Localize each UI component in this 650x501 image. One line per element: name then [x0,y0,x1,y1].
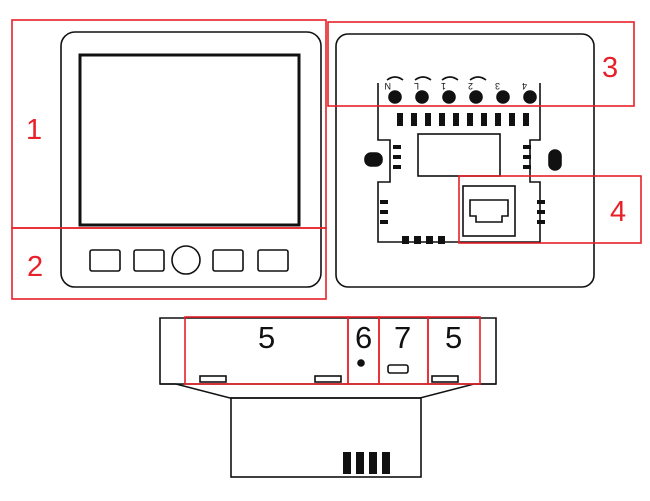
terminal-tab [441,76,459,81]
pin [481,113,487,126]
pin [439,113,445,126]
side-pins-left [380,145,401,224]
front-button-3 [212,249,244,272]
side-pins-right [523,145,545,224]
display-screen [78,53,301,227]
pin [467,113,473,126]
callout-label-2: 2 [27,251,43,283]
callout-boxes [11,19,642,385]
terminal-screw [415,90,429,104]
pin-header [397,113,529,126]
reset-hole [357,359,365,367]
terminal-block [386,76,537,104]
pin [523,113,529,126]
callout-label-4: 4 [610,196,626,228]
front-button-4 [257,249,289,272]
rj45-port [462,185,516,237]
pin [495,113,501,126]
rear-module [230,397,422,478]
terminal-tab [469,76,487,81]
terminal-label-2: 2 [468,81,473,91]
callout-box-1 [11,19,327,229]
mount-slot-left [364,152,383,167]
front-panel-frame [60,31,322,288]
front-knob [171,245,201,275]
terminal-tab [414,76,432,81]
usb-port [387,364,409,374]
pin [411,113,417,126]
callout-label-6: 6 [355,320,372,355]
terminal-label-4: 4 [522,81,527,91]
terminal-label-1: 1 [441,81,446,91]
callout-label-5a: 5 [258,320,275,355]
terminal-screw [469,90,483,104]
callout-label-5b: 5 [445,320,462,355]
pin [509,113,515,126]
pin [425,113,431,126]
terminal-screw [442,90,456,104]
callout-label-1: 1 [26,114,42,146]
callout-box-5b [427,316,481,385]
terminal-screw [388,90,402,104]
side-view-slot-right [431,375,459,383]
terminal-label-l: L [414,81,419,91]
back-panel [335,33,595,288]
terminal-screw [523,90,537,104]
side-view-slot-left [199,375,227,383]
pin [453,113,459,126]
terminal-screw [496,90,510,104]
pin [397,113,403,126]
callout-label-3: 3 [602,52,618,84]
front-button-1 [89,249,121,272]
callout-box-4 [458,175,642,244]
center-chip [417,133,501,177]
callout-box-2 [11,227,327,300]
terminal-label-n: N [385,81,392,91]
front-panel [60,31,322,288]
callout-label-7: 7 [394,320,411,355]
back-panel-frame [335,33,595,288]
side-view-slot-mid [314,375,342,383]
callout-box-3 [327,21,635,107]
terminal-label-3: 3 [495,81,500,91]
terminal-tab [386,76,404,81]
rear-module-pins [343,452,390,474]
mount-slot-right [548,149,562,171]
front-button-2 [133,249,165,272]
bottom-pins [402,236,445,244]
terminal-labels: N L 1 2 3 4 [385,81,528,91]
